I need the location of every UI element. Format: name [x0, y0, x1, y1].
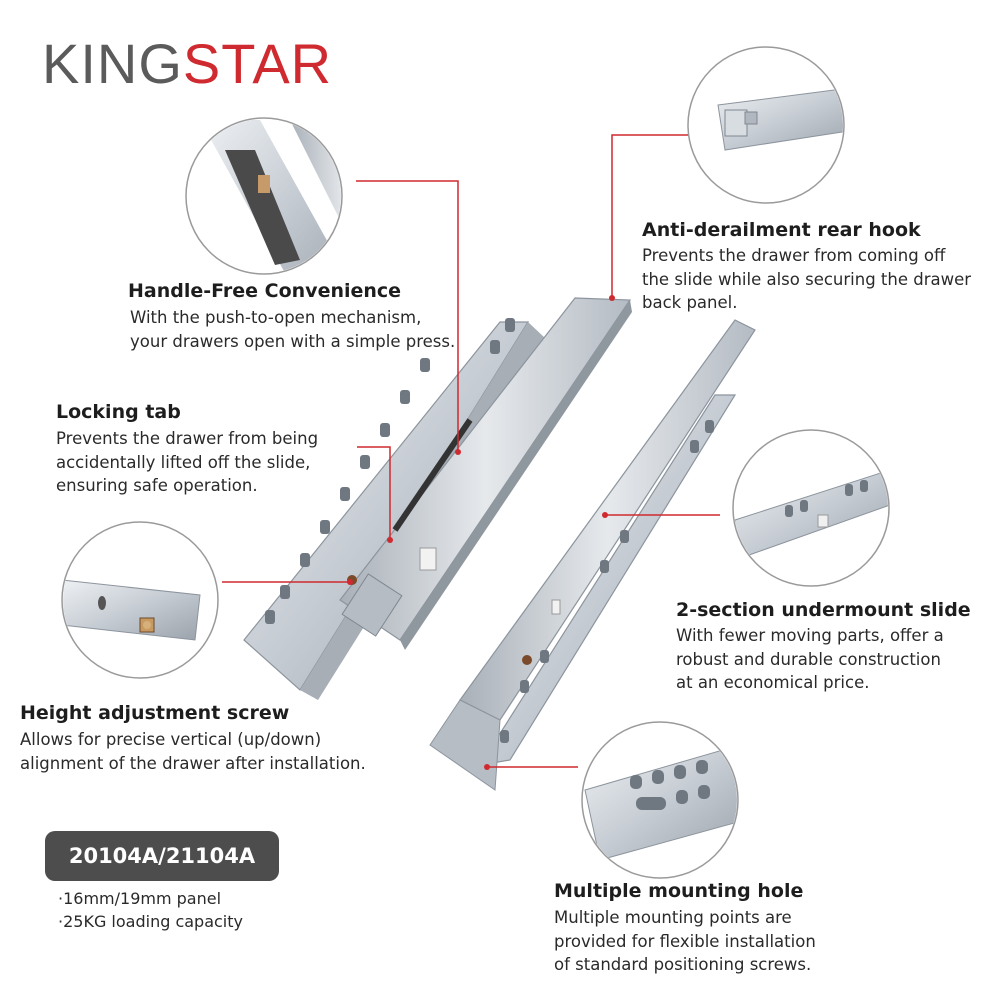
handle-free-title: Handle-Free Convenience	[128, 280, 402, 302]
spec-load-capacity: ·25KG loading capacity	[58, 912, 243, 931]
description-line: provided for flexible installation	[554, 931, 816, 951]
mounting-hole-description: Multiple mounting points are provided fo…	[554, 906, 816, 977]
description-line: Prevents the drawer from being	[56, 429, 319, 448]
leader-lines	[222, 134, 720, 768]
left-slide-image	[243, 297, 632, 700]
model-number-badge: 20104A/21104A	[45, 831, 279, 881]
detail-circle-height-screw	[61, 521, 219, 679]
brand-logo-part1: KING	[42, 32, 183, 95]
brand-logo-part2: STAR	[182, 32, 333, 95]
spec-panel-thickness: ·16mm/19mm panel	[58, 889, 222, 908]
description-line: alignment of the drawer after installati…	[20, 753, 366, 773]
description-line: Prevents the drawer from coming off	[642, 246, 946, 265]
right-slide-image	[429, 319, 756, 791]
brand-logo: KINGSTAR	[42, 36, 332, 92]
rear-hook-description: Prevents the drawer from coming off the …	[642, 244, 971, 315]
description-line: Multiple mounting points are	[554, 908, 792, 927]
mounting-hole-title: Multiple mounting hole	[554, 880, 804, 902]
description-line: back panel.	[642, 293, 738, 312]
height-adjust-title: Height adjustment screw	[20, 702, 290, 724]
detail-circle-mounting-holes	[581, 721, 739, 879]
locking-tab-description: Prevents the drawer from being accidenta…	[56, 427, 318, 498]
description-line: robust and durable construction	[676, 649, 941, 669]
description-line: the slide while also securing the drawer	[642, 269, 972, 289]
description-line: accidentally lifted off the slide,	[56, 452, 311, 472]
rear-hook-title: Anti-derailment rear hook	[642, 219, 921, 241]
description-line: ensuring safe operation.	[56, 476, 258, 495]
description-line: With fewer moving parts, offer a	[676, 626, 944, 645]
description-line: of standard positioning screws.	[554, 955, 812, 974]
description-line: Allows for precise vertical (up/down)	[20, 730, 322, 749]
description-line: your drawers open with a simple press.	[130, 331, 456, 351]
undermount-description: With fewer moving parts, offer a robust …	[676, 624, 944, 695]
detail-circle-rear-hook	[687, 46, 845, 204]
description-line: at an economical price.	[676, 673, 870, 692]
height-adjust-description: Allows for precise vertical (up/down) al…	[20, 728, 366, 775]
detail-circle-push-open	[185, 117, 343, 275]
handle-free-description: With the push-to-open mechanism, your dr…	[130, 306, 455, 353]
undermount-title: 2-section undermount slide	[676, 599, 971, 621]
locking-tab-title: Locking tab	[56, 401, 181, 423]
detail-circle-undermount	[732, 429, 890, 587]
description-line: With the push-to-open mechanism,	[130, 308, 422, 327]
